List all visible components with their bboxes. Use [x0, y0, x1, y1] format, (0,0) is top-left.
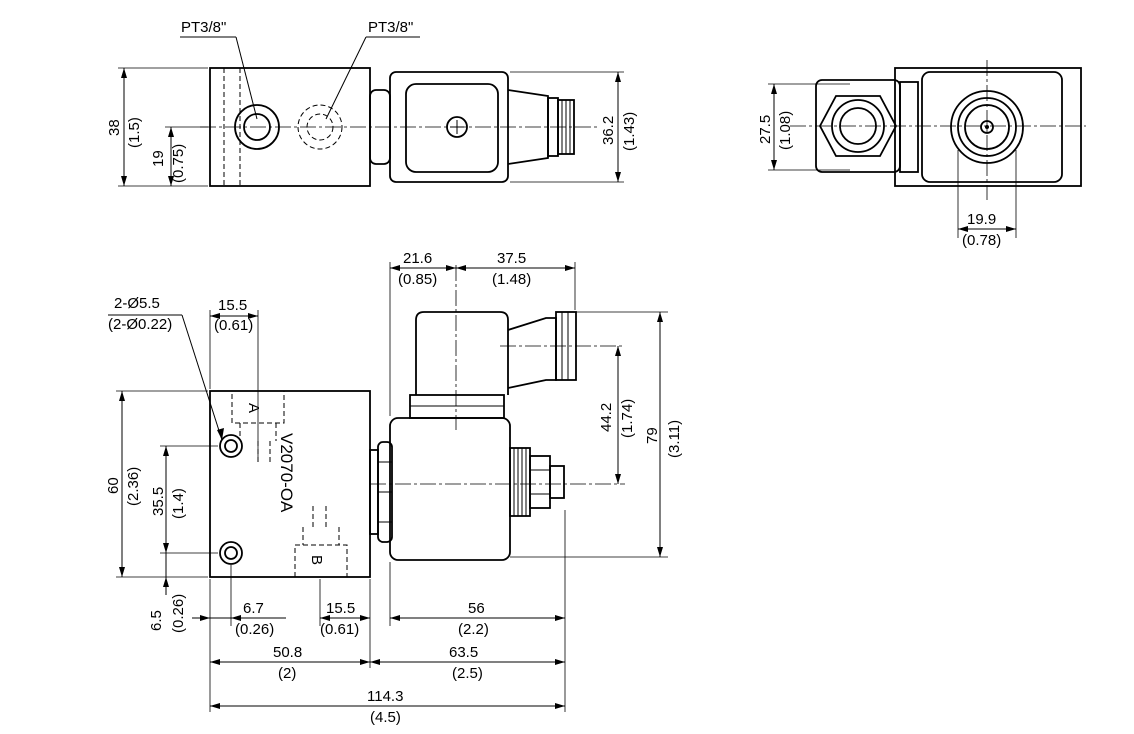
dim-79: 79 [644, 427, 661, 444]
dim-0-85: (0.85) [398, 271, 437, 288]
dim-2-2: (2.2) [458, 621, 489, 638]
dim-21-6: 21.6 [403, 250, 432, 267]
dim-1-48: (1.48) [492, 271, 531, 288]
port-label-left: PT3/8" [181, 19, 226, 36]
model-label: V2070-OA [277, 433, 296, 513]
end-view-coil [921, 71, 1063, 183]
dim-50-8: 50.8 [273, 644, 302, 661]
dim-6-5: 6.5 [148, 610, 165, 631]
dim-6-7: 6.7 [243, 600, 264, 617]
dim-27-5: 27.5 [757, 115, 774, 144]
dim-0-75: (0.75) [170, 144, 187, 183]
dim-2-36: (2.36) [125, 467, 142, 506]
dim-63-5: 63.5 [449, 644, 478, 661]
dim-1-5: (1.5) [126, 117, 143, 148]
front-view: A B V2070-OA [105, 250, 683, 726]
dim-1-43: (1.43) [621, 112, 638, 151]
dim-35-5: 35.5 [150, 487, 167, 516]
dim-2: (2) [278, 665, 296, 682]
dim-0-78: (0.78) [962, 232, 1001, 249]
front-view-connector [415, 311, 509, 395]
top-view-port-right [297, 104, 343, 150]
dim-15-5-bottom: 15.5 [326, 600, 355, 617]
dim-44-2: 44.2 [598, 403, 615, 432]
dim-3-11: (3.11) [666, 420, 683, 458]
dim-60: 60 [105, 477, 122, 494]
dim-0-26-bottom: (0.26) [235, 621, 274, 638]
dim-0-61-bottom: (0.61) [320, 621, 359, 638]
dim-36-2: 36.2 [600, 116, 617, 145]
port-label-right: PT3/8" [368, 19, 413, 36]
dim-114-3: 114.3 [367, 688, 403, 705]
dim-0-26-left: (0.26) [170, 594, 187, 633]
dim-1-4: (1.4) [170, 488, 187, 519]
port-a-label: A [245, 403, 262, 413]
dim-56: 56 [468, 600, 485, 617]
dim-37-5: 37.5 [497, 250, 526, 267]
dim-0-61-top: (0.61) [214, 317, 253, 334]
mount-hole-bottom [219, 541, 243, 565]
end-view: 27.5 (1.08) 19.9 (0.78) [757, 60, 1086, 249]
top-view: PT3/8" PT3/8" 38 (1.5) 19 (0.75) 36.2 (1… [106, 19, 638, 187]
mount-hole-top [219, 434, 243, 458]
front-view-coil [389, 417, 511, 561]
dim-19: 19 [150, 150, 167, 167]
dim-1-74: (1.74) [619, 399, 636, 438]
hole-dim-sub: (2-Ø0.22) [108, 316, 172, 333]
dim-38: 38 [106, 119, 123, 136]
dim-19-9: 19.9 [967, 211, 996, 228]
port-b-label: B [308, 555, 325, 565]
dim-15-5-top: 15.5 [218, 297, 247, 314]
dim-2-5: (2.5) [452, 665, 483, 682]
dim-4-5: (4.5) [370, 709, 401, 726]
dim-1-08: (1.08) [777, 111, 794, 150]
hole-dim-label: 2-Ø5.5 [114, 295, 160, 312]
